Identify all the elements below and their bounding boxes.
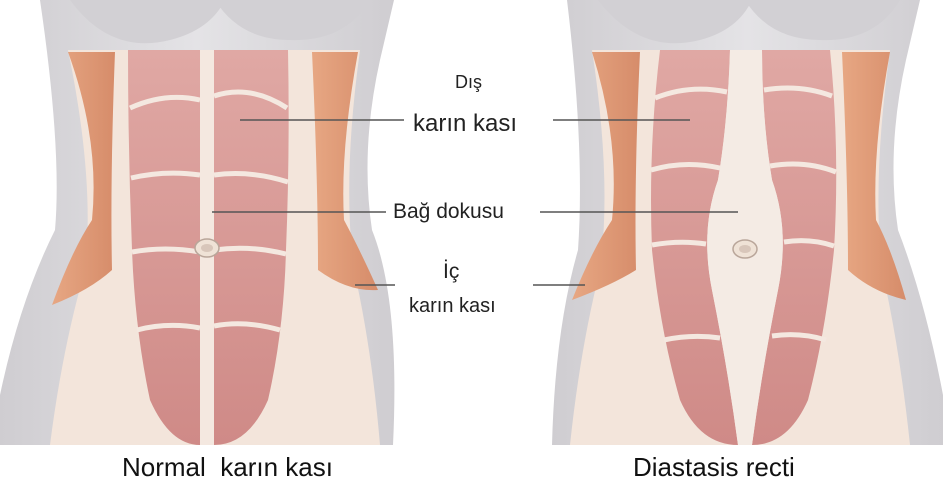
external-muscle-label-line2: karın kası	[413, 110, 517, 138]
caption-diastasis: Diastasis recti	[633, 452, 795, 483]
left-navel	[195, 239, 219, 257]
caption-normal: Normal karın kası	[122, 452, 333, 483]
diastasis-torso	[552, 0, 943, 445]
internal-muscle-label-line1: İç	[443, 260, 459, 284]
connective-tissue-label: Bağ dokusu	[393, 200, 504, 224]
right-navel	[733, 240, 757, 258]
internal-muscle-label-line2: karın kası	[409, 295, 496, 318]
normal-torso	[0, 0, 394, 445]
external-muscle-label-line1: Dış	[455, 72, 482, 93]
